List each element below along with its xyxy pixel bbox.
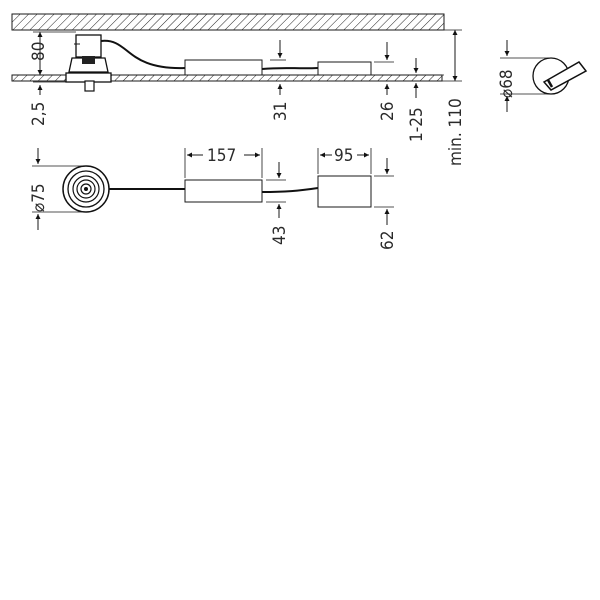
driver-width-label: 43 bbox=[270, 226, 290, 245]
driver-top bbox=[184, 179, 263, 203]
driver-height-label: 31 bbox=[271, 102, 291, 121]
ceiling-thickness-label: 1-25 bbox=[407, 107, 427, 142]
cutout-diameter-label: ⌀68 bbox=[497, 69, 517, 98]
flange-label: 2,5 bbox=[29, 102, 49, 126]
dim-box-width bbox=[374, 158, 394, 225]
top-view bbox=[32, 148, 394, 230]
box-width-label: 62 bbox=[378, 231, 398, 250]
height-label: 80 bbox=[29, 42, 49, 61]
side-view: 80 2,5 31 26 1-25 bbox=[11, 13, 466, 166]
cable-top-2 bbox=[261, 187, 319, 193]
cable-side-2 bbox=[261, 67, 319, 70]
connector-box-top bbox=[317, 175, 372, 208]
dim-flange-25 bbox=[33, 81, 66, 95]
dim-diameter-75 bbox=[32, 148, 86, 230]
top-diameter-label: ⌀75 bbox=[29, 183, 49, 212]
spring-clip bbox=[542, 61, 588, 91]
cutout-detail bbox=[500, 40, 588, 112]
upper-slab bbox=[11, 13, 445, 31]
dim-driver-width bbox=[266, 162, 286, 218]
dim-height-80 bbox=[33, 31, 76, 76]
dim-box-height-26 bbox=[374, 42, 394, 95]
downlight-front bbox=[62, 165, 110, 213]
dim-ceiling-thickness bbox=[413, 58, 444, 98]
box-length-label: 95 bbox=[334, 146, 353, 166]
dim-driver-height-31 bbox=[270, 40, 286, 95]
downlight-side bbox=[65, 34, 112, 92]
connector-box-side bbox=[317, 61, 372, 76]
driver-side bbox=[184, 59, 263, 76]
dim-driver-length bbox=[184, 148, 263, 178]
driver-length-label: 157 bbox=[207, 146, 236, 166]
dim-install-depth bbox=[444, 29, 462, 82]
install-depth-label: min. 110 bbox=[446, 98, 466, 166]
box-height-label: 26 bbox=[378, 102, 398, 121]
cable-side-1 bbox=[100, 39, 186, 70]
dim-box-length bbox=[317, 148, 372, 174]
